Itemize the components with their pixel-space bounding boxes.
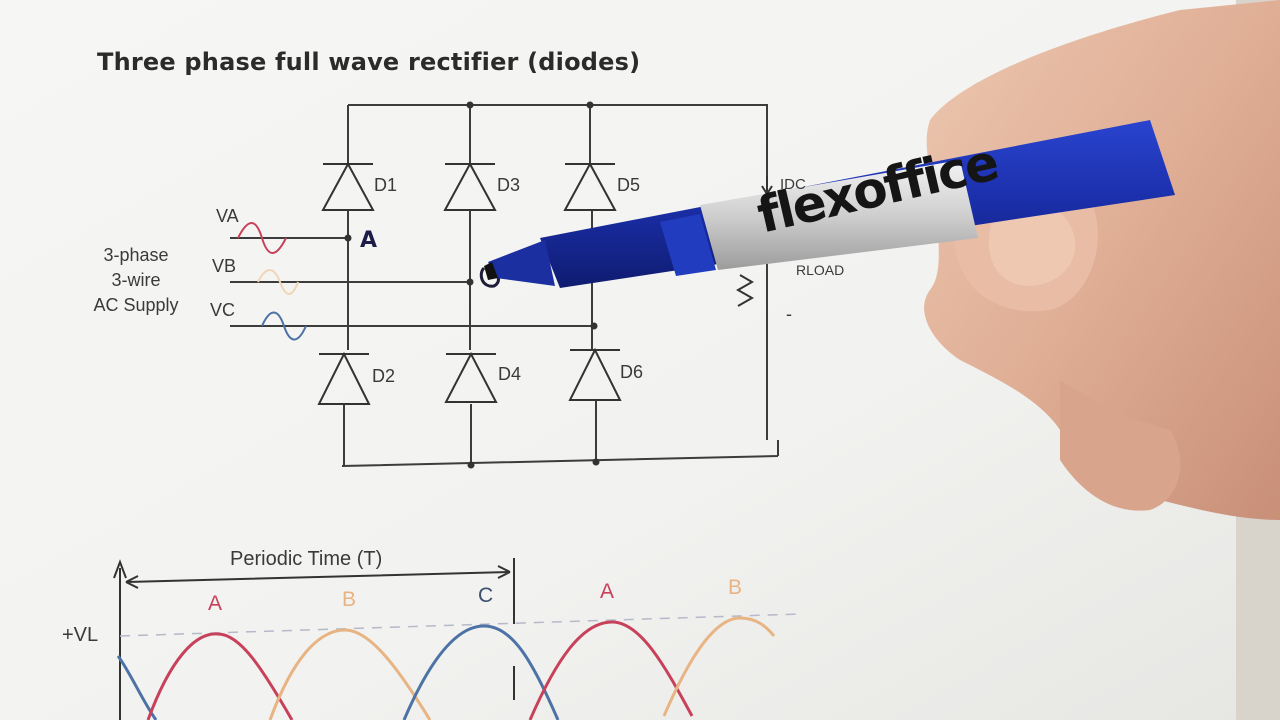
phase-b-source-wave: [257, 269, 299, 295]
marker-c-1: C: [478, 584, 494, 607]
wave-b-2: [662, 616, 776, 717]
page-title: Three phase full wave rectifier (diodes): [97, 48, 641, 76]
wave-a-1: [146, 632, 294, 720]
supply-line-3: AC Supply: [93, 295, 179, 315]
marker-pen: [484, 120, 1175, 288]
label-d4: D4: [498, 364, 522, 384]
diode-d1: [321, 161, 375, 211]
label-va: VA: [216, 206, 239, 226]
label-d2: D2: [372, 366, 396, 386]
diode-d5: [563, 161, 617, 211]
marker-a-1: A: [208, 592, 223, 615]
wave-c-1: [402, 624, 560, 720]
handwritten-a: A: [360, 228, 378, 253]
label-d1: D1: [374, 175, 398, 195]
load-resistor: [735, 274, 755, 307]
label-d5: D5: [617, 175, 641, 195]
label-vb: VB: [212, 256, 237, 276]
supply-line-2: 3-wire: [111, 270, 161, 290]
peak-label: +VL: [62, 624, 99, 646]
marker-b-2: B: [728, 576, 743, 599]
phase-c-source-wave: [261, 311, 307, 341]
junction-dots: [344, 101, 600, 469]
phase-a-source-wave: [237, 222, 287, 254]
marker-a-2: A: [600, 580, 615, 603]
diode-d6: [568, 347, 622, 401]
waveform-axes: [113, 558, 515, 720]
period-label: Periodic Time (T): [230, 548, 383, 570]
diode-d3: [443, 161, 497, 211]
wave-b-1: [268, 628, 432, 720]
label-d6: D6: [620, 362, 644, 382]
supply-label: 3-phase 3-wire AC Supply: [76, 243, 196, 318]
label-vc: VC: [210, 300, 236, 320]
label-rload: RLOAD: [796, 262, 845, 278]
marker-b-1: B: [342, 588, 357, 611]
label-minus: -: [786, 304, 792, 324]
supply-line-1: 3-phase: [103, 245, 169, 265]
diode-d4: [444, 351, 498, 403]
wave-c-left: [116, 655, 158, 720]
diode-d2: [317, 351, 371, 405]
wave-a-2: [528, 620, 694, 720]
label-d3: D3: [497, 175, 521, 195]
peak-dashed-line: [119, 613, 801, 637]
label-idc: IDC: [780, 176, 806, 193]
